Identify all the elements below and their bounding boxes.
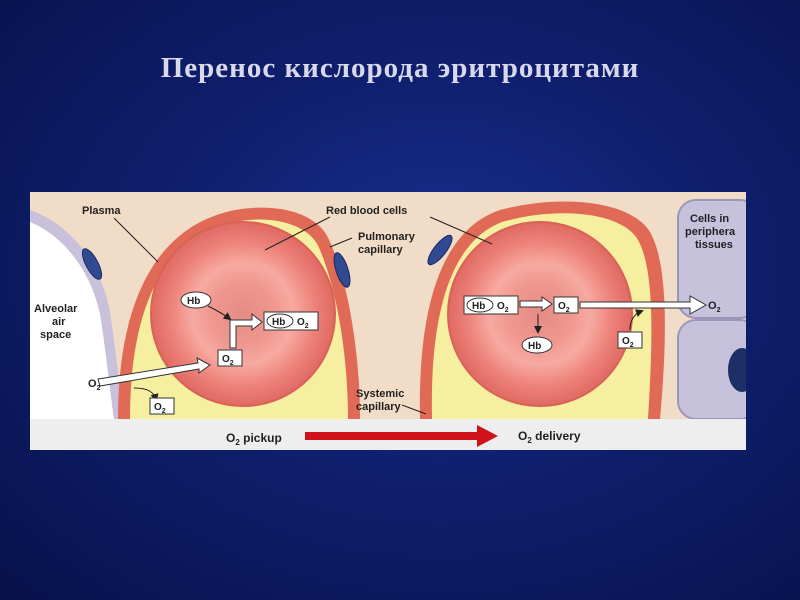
o2-box-in-rbc [217, 349, 243, 367]
hb-oval-hbo2-left [266, 313, 294, 329]
o2-to-tissue-arrow [579, 295, 708, 315]
slide-title: Перенос кислорода эритроцитами [160, 52, 640, 84]
o2-plasma-right: O2 [622, 336, 634, 349]
o2-alveolar: O2 [88, 378, 101, 392]
label-pulmonary-2: capillary [358, 244, 404, 256]
o2-plasma-left: O2 [154, 402, 166, 415]
o2-pickup-label: O2 pickup [226, 431, 282, 447]
pulmonary-nucleus [333, 252, 351, 288]
red-blood-cell-right [447, 221, 633, 407]
o2-released: O2 [558, 301, 570, 314]
hb-oval-right [521, 336, 553, 354]
label-cells-1: Cells in [690, 213, 729, 225]
hb-in-hbo2-right: Hb [472, 301, 485, 312]
o2-box-plasma-left [149, 397, 175, 415]
hb-left: Hb [187, 296, 200, 307]
label-systemic-1: Systemic [356, 388, 404, 400]
label-alveolar-1: Alveolar [34, 303, 78, 315]
plasma-leader [113, 217, 159, 263]
hb-oval-left [180, 291, 212, 309]
label-red-blood-cells: Red blood cells [326, 205, 407, 217]
o2-binding-arrow [229, 312, 263, 349]
o2-in-hbo2-right: O2 [497, 301, 509, 314]
o2-in-rbc: O2 [222, 354, 234, 367]
alveolar-nucleus [81, 248, 103, 280]
hb-right: Hb [528, 341, 541, 352]
pickup-to-delivery-arrow [305, 425, 498, 447]
diagram-svg: O2 pickup O2 delivery Plasma Red blood c… [30, 192, 746, 450]
systemic-leader [401, 404, 427, 415]
o2-plasma-exit-arrow [629, 309, 644, 331]
tissue-cell-top [677, 199, 746, 319]
label-cells-2: periphera [685, 226, 736, 238]
label-systemic-2: capillary [356, 401, 402, 413]
label-alveolar-2: air [52, 316, 66, 328]
o2-entry-arrow [97, 357, 211, 387]
o2-in-hbo2-left: O2 [297, 317, 309, 330]
tissue-nucleus [728, 348, 746, 392]
hb-oval-hbo2-right [466, 297, 494, 313]
o2-delivery-label: O2 delivery [518, 429, 581, 445]
o2-box-released [553, 296, 579, 314]
hb-binding-arrow [207, 305, 232, 321]
systemic-nucleus [427, 234, 453, 266]
label-plasma: Plasma [82, 205, 121, 217]
hb-in-hbo2-left: Hb [272, 317, 285, 328]
label-cells-3: tissues [695, 239, 733, 251]
label-pulmonary-1: Pulmonary [358, 231, 416, 243]
pulmonary-leader [329, 237, 353, 248]
o2-tissue: O2 [708, 300, 721, 314]
alveolar-air-space [30, 222, 114, 419]
label-alveolar-3: space [40, 329, 71, 341]
oxygen-transport-figure: O2 pickup O2 delivery Plasma Red blood c… [30, 192, 746, 450]
o2-box-plasma-right [617, 331, 643, 349]
rbc-leader-right [429, 216, 493, 245]
o2-release-arrow [519, 296, 553, 312]
rbc-leader-left [264, 216, 331, 251]
